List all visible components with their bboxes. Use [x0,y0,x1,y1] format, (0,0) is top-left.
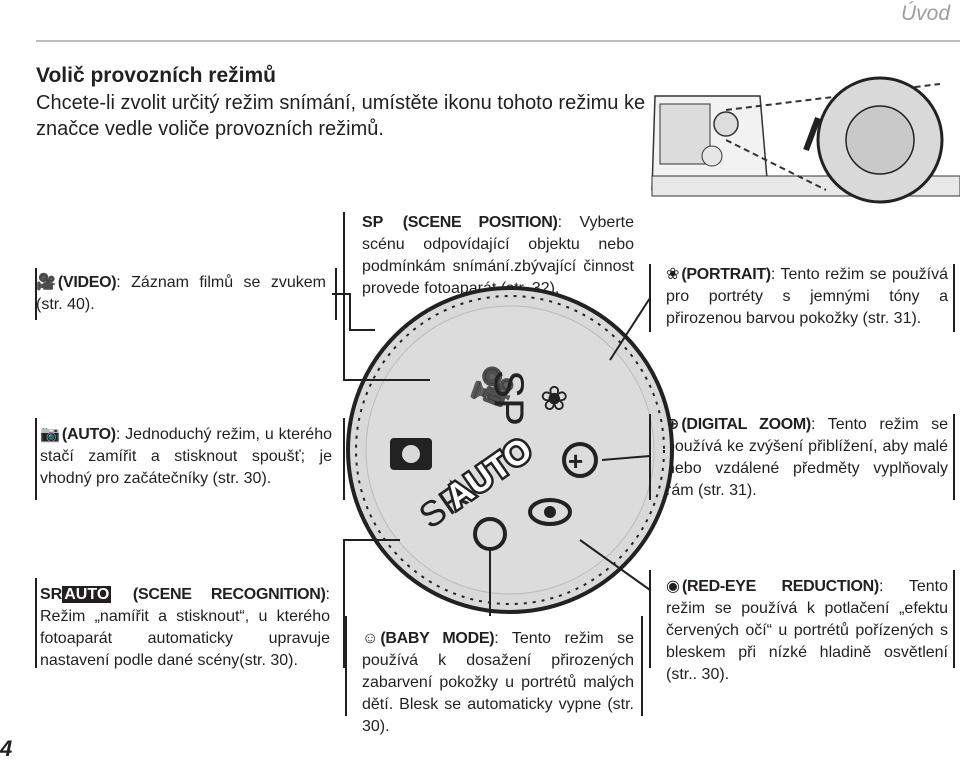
baby-icon: ☺ [362,630,379,647]
scene-position-text: : Vyberte scénu odpovídající objektu neb… [362,214,634,297]
baby-mode-text: : Tento režim se používá k dosažení přir… [362,630,634,735]
camera-illustration [651,76,960,204]
connector-lines [35,212,955,716]
red-eye-tag: (RED-EYE REDUCTION) [681,578,879,595]
callout-scene-position: SP (SCENE POSITION): Vyberte scénu odpov… [362,212,634,300]
portrait-text: : Tento režim se používá pro portréty s … [666,266,948,327]
callout-auto: 📷(AUTO): Jednoduchý režim, u kterého sta… [40,424,332,490]
portrait-icon: ❀ [666,266,680,283]
auto-text: : Jednoduchý režim, u kterého stačí zamí… [40,426,332,487]
callout-baby-mode: ☺(BABY MODE): Tento režim se používá k d… [362,628,634,738]
mode-dial: 🎥 SP ❀ + SR AUTO [346,286,674,614]
video-text: : Záznam filmů se zvukem (str. 40). [36,274,326,313]
eye-icon: ◉ [666,578,680,595]
intro-text: Chcete-li zvolit určitý režim snímání, u… [36,92,646,140]
sp-icon: SP [362,214,384,231]
dial-sp-label: SP [486,370,533,426]
portrait-tag: (PORTRAIT) [681,266,771,283]
baby-mode-tag: (BABY MODE) [380,630,495,647]
video-tag: (VIDEO) [57,274,117,291]
page-title: Volič provozních režimů [36,64,276,87]
scene-position-tag: (SCENE POSITION) [402,214,558,231]
callout-video: 🎥(VIDEO): Záznam filmů se zvukem (str. 4… [36,272,326,316]
header-divider [36,40,960,42]
digital-zoom-tag: (DIGITAL ZOOM) [681,416,811,433]
section-label: Úvod [900,2,950,25]
video-icon: 🎥 [36,274,56,291]
page-number: 4 [0,736,13,761]
callout-portrait: ❀(PORTRAIT): Tento režim se používá pro … [666,264,948,330]
svg-text:❀: ❀ [540,380,569,418]
header-tab: Úvod [0,0,960,44]
callout-digital-zoom: ⊕(DIGITAL ZOOM): Tento režim se používá … [666,414,948,502]
auto-tag: (AUTO) [61,426,116,443]
svg-text:+: + [568,446,583,476]
camera-icon: 📷 [40,426,60,443]
red-eye-text: : Tento režim se používá k potlačení „ef… [666,578,948,683]
scene-recognition-tag: (SCENE RECOGNITION) [132,586,326,603]
digital-zoom-text: : Tento režim se používá ke zvýšení přib… [666,416,948,499]
callout-red-eye: ◉(RED-EYE REDUCTION): Tento režim se pou… [666,576,948,686]
scene-recognition-text: : Režim „namířit a stisknout“, u kterého… [40,586,330,669]
